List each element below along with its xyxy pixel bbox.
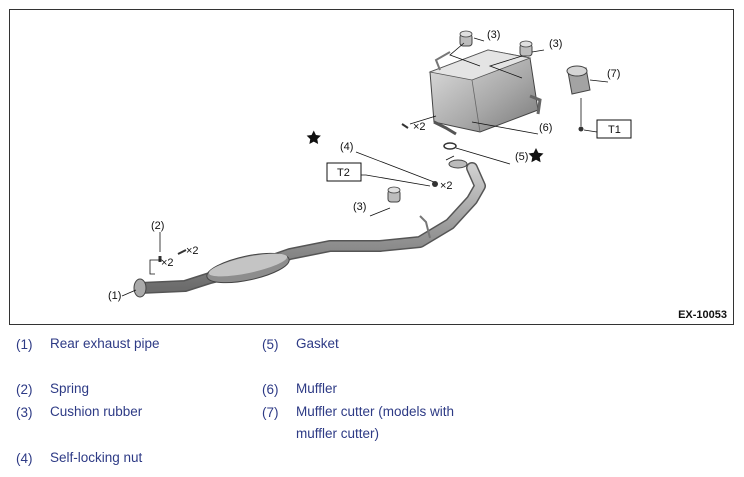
legend-num: (7)	[262, 405, 279, 420]
cushion-rubber-3	[387, 186, 401, 203]
callout-3b: (3)	[549, 38, 562, 50]
svg-text:T2: T2	[337, 167, 350, 179]
cushion-rubber-2	[519, 40, 533, 57]
gasket	[443, 142, 457, 150]
callout-x2-b: ×2	[186, 245, 199, 257]
legend: (1) Rear exhaust pipe (2) Spring (3) Cus…	[0, 336, 744, 477]
legend-num: (3)	[16, 405, 33, 420]
legend-text: Muffler	[296, 381, 338, 396]
legend-text: Muffler cutter (models with	[296, 404, 455, 419]
torque-box-t2: T2	[326, 162, 362, 182]
legend-text: Gasket	[296, 336, 339, 351]
callout-5: (5)	[515, 151, 528, 163]
figure-code: EX-10053	[678, 309, 727, 321]
callout-x2-c: ×2	[413, 121, 426, 133]
rear-exhaust-pipe	[133, 159, 486, 298]
callout-2: (2)	[151, 220, 164, 232]
exhaust-diagram: (1) (2) ×2 ×2 (3) (3) (3) (4) ×2 ×2 (5) …	[9, 9, 734, 325]
svg-text:T1: T1	[608, 124, 621, 136]
callout-4: (4)	[340, 141, 353, 153]
legend-text: Rear exhaust pipe	[50, 336, 160, 351]
legend-text: Cushion rubber	[50, 404, 143, 419]
muffler-cutter	[566, 65, 591, 132]
callout-6: (6)	[539, 122, 552, 134]
legend-num: (5)	[262, 337, 279, 352]
legend-num: (6)	[262, 382, 279, 397]
muffler	[428, 49, 542, 136]
legend-num: (4)	[16, 451, 33, 466]
legend-text: Self-locking nut	[50, 450, 143, 465]
legend-num: (1)	[16, 337, 33, 352]
legend-num: (2)	[16, 382, 33, 397]
exhaust-illustration: (1) (2) ×2 ×2 (3) (3) (3) (4) ×2 ×2 (5) …	[108, 29, 632, 302]
callout-3c: (3)	[353, 201, 366, 213]
callout-3a: (3)	[487, 29, 500, 41]
callout-x2-a: ×2	[161, 257, 174, 269]
cushion-rubber-1	[459, 30, 473, 47]
callout-1: (1)	[108, 290, 121, 302]
callout-x2-d: ×2	[440, 180, 453, 192]
torque-box-t1: T1	[596, 119, 632, 139]
legend-text-line2: muffler cutter)	[296, 426, 380, 441]
self-locking-nut	[432, 181, 438, 187]
legend-text: Spring	[50, 381, 90, 396]
callout-7: (7)	[607, 68, 620, 80]
